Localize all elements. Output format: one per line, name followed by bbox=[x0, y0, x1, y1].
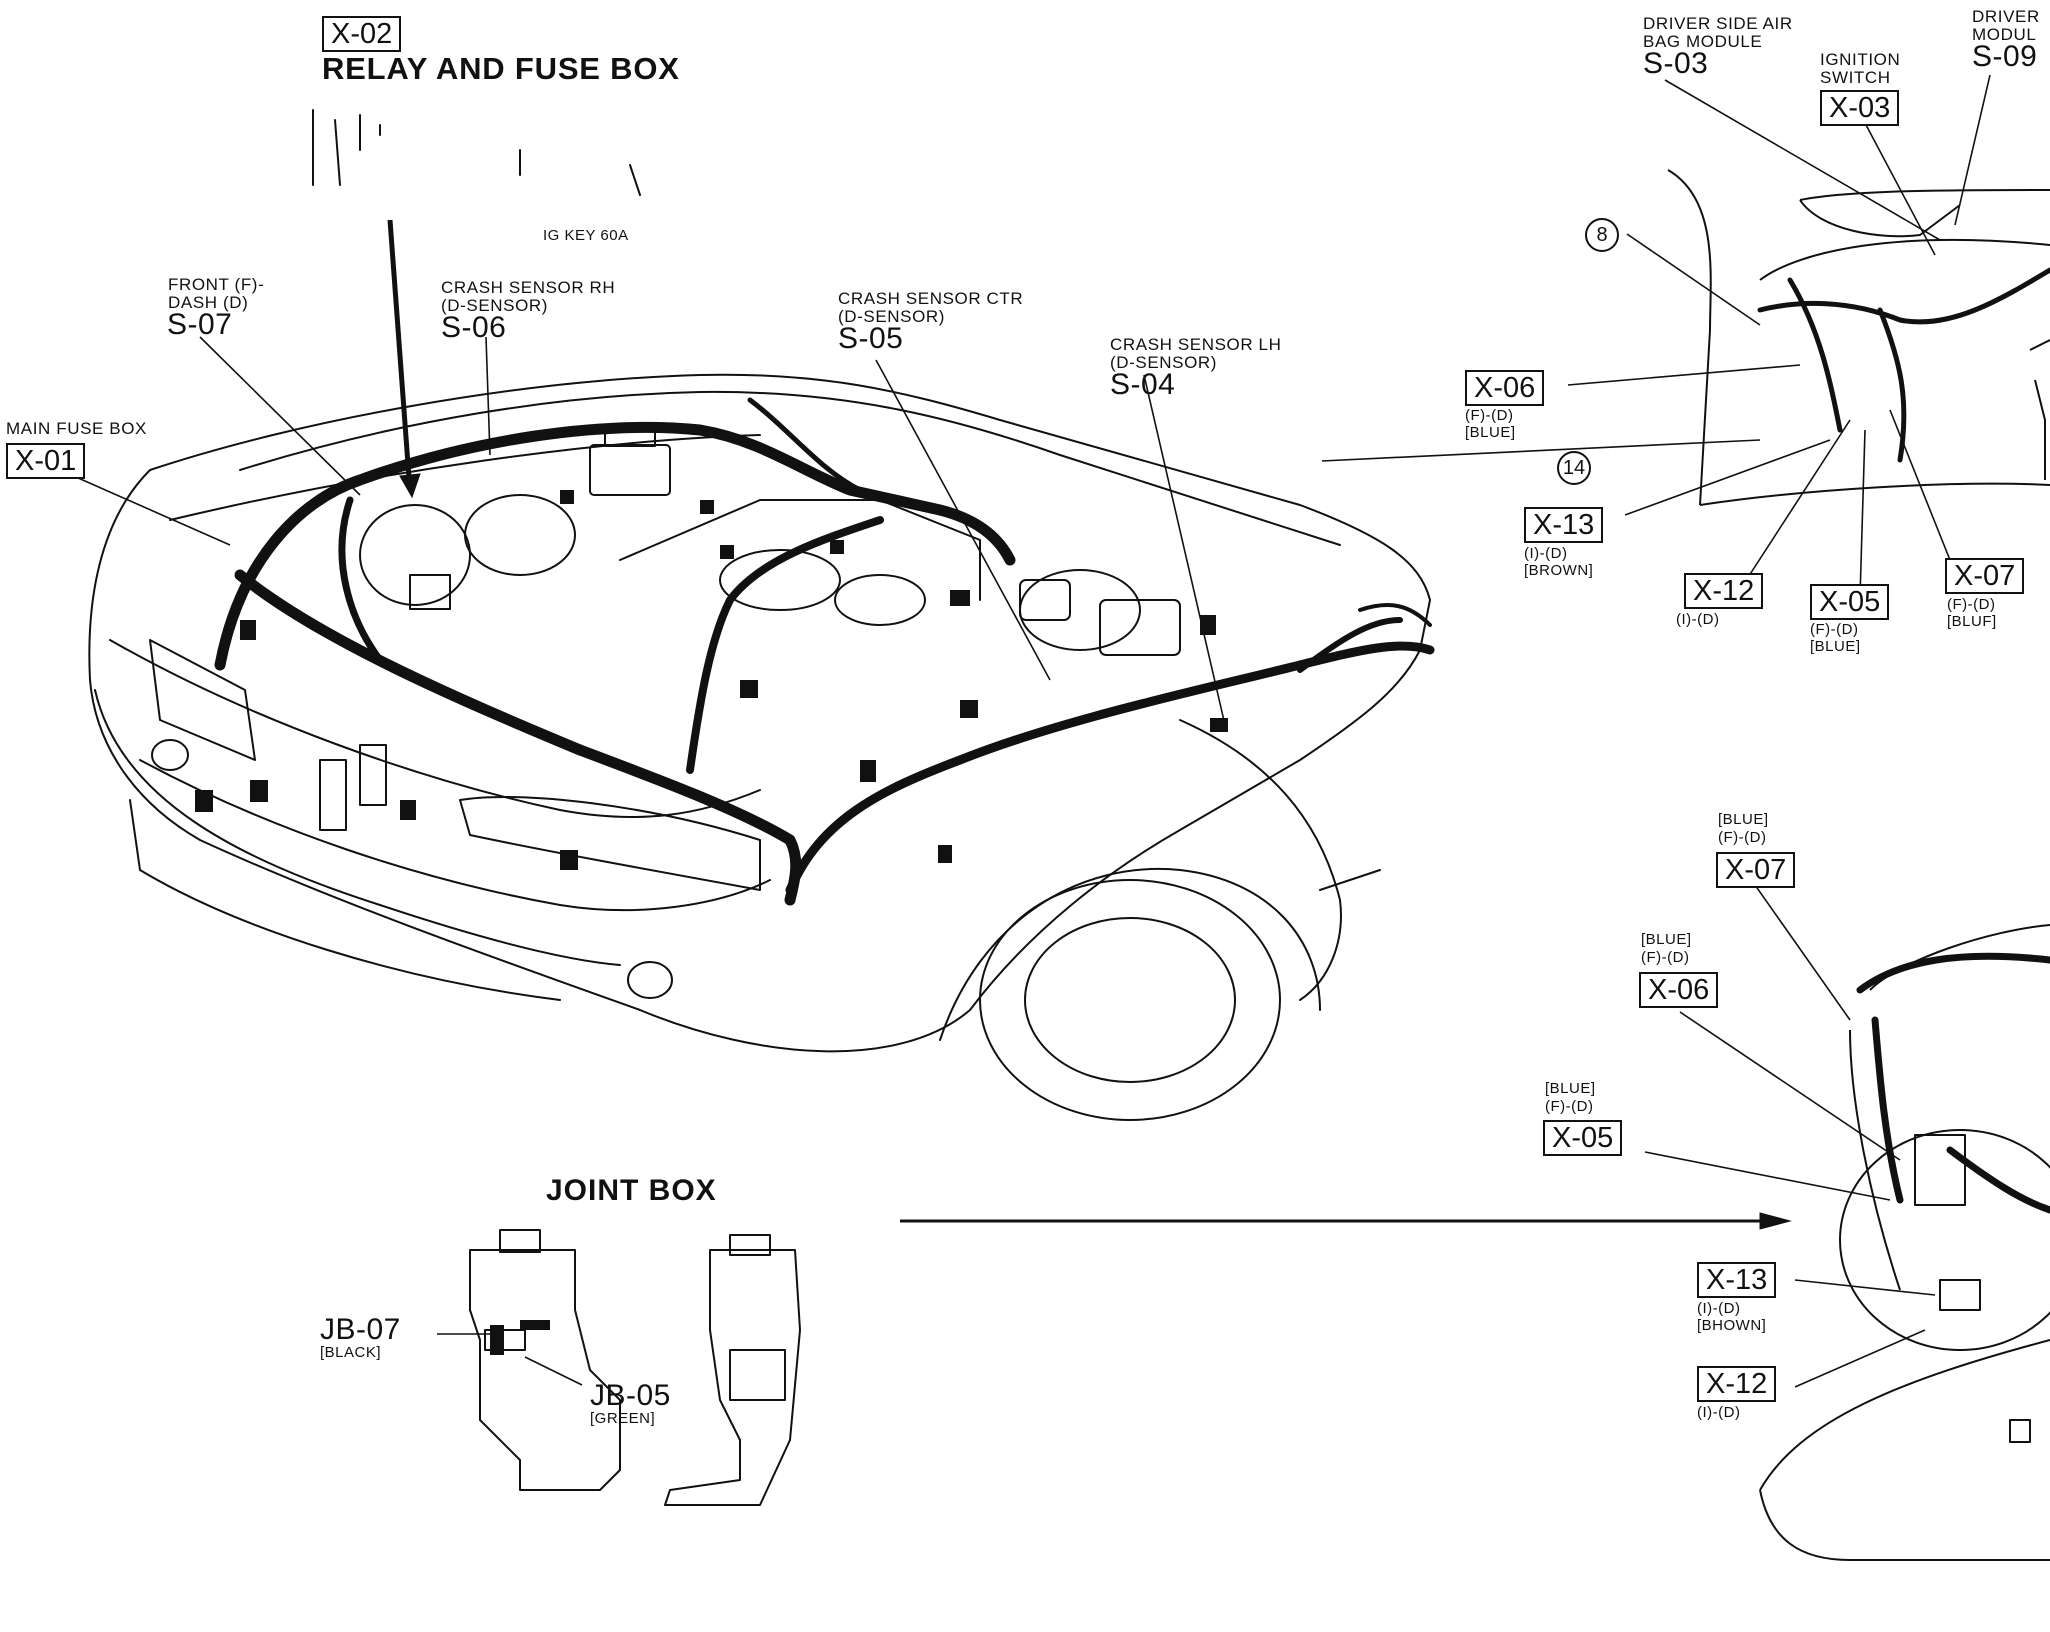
front-dash-line2: DASH (D) bbox=[168, 293, 249, 312]
dashboard-outline bbox=[1667, 169, 2050, 506]
crash-sensor-ctr-line2: (D-SENSOR) bbox=[838, 307, 946, 326]
lower-x12-code: X-12 bbox=[1697, 1366, 1777, 1403]
main-fuse-box-label: MAIN FUSE BOX bbox=[6, 419, 147, 438]
crash-sensor-rh-line1: CRASH SENSOR RH bbox=[441, 278, 616, 297]
relay-fuse-box-code: X-02 bbox=[322, 16, 402, 53]
console-harness bbox=[1856, 952, 2050, 994]
lower-x05-line1: (F)-(D) bbox=[1545, 1098, 1594, 1115]
callout-8: 8 bbox=[1585, 218, 1619, 252]
upper-x05-line1: (F)-(D) bbox=[1810, 621, 1859, 638]
lower-x07-line1: (F)-(D) bbox=[1718, 829, 1767, 846]
upper-x12-line1: (I)-(D) bbox=[1676, 611, 1720, 628]
lower-x13-line1: (I)-(D) bbox=[1697, 1300, 1741, 1317]
ignition-switch-line2: SWITCH bbox=[1820, 68, 1891, 87]
front-dash-code: S-07 bbox=[167, 308, 233, 341]
upper-x06-line2: [BLUE] bbox=[1465, 424, 1516, 441]
lower-x05-code: X-05 bbox=[1543, 1120, 1623, 1157]
lower-x13-code: X-13 bbox=[1697, 1262, 1777, 1299]
upper-x13-code: X-13 bbox=[1524, 507, 1604, 544]
joint-box-title: JOINT BOX bbox=[546, 1174, 717, 1207]
lower-x12-line1: (I)-(D) bbox=[1697, 1404, 1741, 1421]
upper-x05-line2: [BLUE] bbox=[1810, 638, 1861, 655]
upper-x07-line2: [BLUF] bbox=[1947, 613, 1997, 630]
lower-x07-color: [BLUE] bbox=[1718, 811, 1769, 828]
driver-module-line2: MODUL bbox=[1972, 25, 2037, 44]
fender bbox=[1179, 719, 1342, 1001]
airbag-module-line2: BAG MODULE bbox=[1643, 32, 1763, 51]
strut-tower-lh bbox=[1019, 569, 1141, 651]
relay-box-highlight bbox=[359, 504, 471, 606]
upper-x05-code: X-05 bbox=[1810, 584, 1890, 621]
upper-x12-code: X-12 bbox=[1684, 573, 1764, 610]
ig-key-fuse-label: IG KEY 60A bbox=[543, 227, 629, 244]
joint-box-right bbox=[664, 1249, 801, 1506]
lower-x06-color: [BLUE] bbox=[1641, 931, 1692, 948]
headlight-left bbox=[149, 639, 256, 761]
upper-x13-line2: [BROWN] bbox=[1524, 562, 1594, 579]
joint-box-left bbox=[469, 1249, 621, 1491]
upper-x13-line1: (I)-(D) bbox=[1524, 545, 1568, 562]
lower-x06-code: X-06 bbox=[1639, 972, 1719, 1009]
jb05-code: JB-05 bbox=[590, 1379, 671, 1412]
driver-module-code: S-09 bbox=[1972, 40, 2038, 73]
front-dash-line1: FRONT (F)- bbox=[168, 275, 265, 294]
crash-sensor-lh-line2: (D-SENSOR) bbox=[1110, 353, 1218, 372]
ignition-switch-line1: IGNITION bbox=[1820, 50, 1901, 69]
crash-sensor-rh-line2: (D-SENSOR) bbox=[441, 296, 549, 315]
console-highlight bbox=[1839, 1129, 2050, 1351]
ignition-switch-code: X-03 bbox=[1820, 90, 1900, 127]
front-bumper bbox=[94, 689, 621, 966]
driver-module-line1: DRIVER bbox=[1972, 7, 2040, 26]
battery bbox=[589, 444, 671, 496]
arrow-relay-box bbox=[387, 219, 412, 479]
crash-sensor-ctr-line1: CRASH SENSOR CTR bbox=[838, 289, 1024, 308]
crash-sensor-ctr-code: S-05 bbox=[838, 322, 904, 355]
front-wheel bbox=[979, 879, 1281, 1121]
cowl-line bbox=[239, 390, 1341, 546]
upper-x07-line1: (F)-(D) bbox=[1947, 596, 1996, 613]
jb05-color: [GREEN] bbox=[590, 1410, 656, 1427]
main-fuse-box-code: X-01 bbox=[6, 443, 86, 480]
upper-x06-code: X-06 bbox=[1465, 370, 1545, 407]
upper-x06-line1: (F)-(D) bbox=[1465, 407, 1514, 424]
jb07-code: JB-07 bbox=[320, 1313, 401, 1346]
jb07-color: [BLACK] bbox=[320, 1344, 382, 1361]
strut-tower-rh bbox=[464, 494, 576, 576]
wheel-arch bbox=[939, 868, 1321, 1041]
callout-14: 14 bbox=[1557, 451, 1591, 485]
lower-x05-color: [BLUE] bbox=[1545, 1080, 1596, 1097]
crash-sensor-lh-code: S-04 bbox=[1110, 368, 1176, 401]
car-body-outline bbox=[88, 373, 1431, 1053]
airbag-module-code: S-03 bbox=[1643, 47, 1709, 80]
horn bbox=[627, 961, 673, 999]
crash-sensor-lh-line1: CRASH SENSOR LH bbox=[1110, 335, 1282, 354]
lower-x06-line1: (F)-(D) bbox=[1641, 949, 1690, 966]
lower-x07-code: X-07 bbox=[1716, 852, 1796, 889]
relay-fuse-box-title: RELAY AND FUSE BOX bbox=[322, 51, 680, 86]
headlight-right bbox=[459, 795, 761, 891]
upper-x07-code: X-07 bbox=[1945, 558, 2025, 595]
seat-cushion bbox=[1759, 1339, 2050, 1561]
airbag-module-line1: DRIVER SIDE AIR bbox=[1643, 14, 1793, 33]
dash-harness bbox=[1757, 267, 2050, 325]
crash-sensor-rh-code: S-06 bbox=[441, 311, 507, 344]
reservoir bbox=[1019, 579, 1071, 621]
lower-x13-line2: [BHOWN] bbox=[1697, 1317, 1767, 1334]
main-harness bbox=[214, 421, 1016, 671]
